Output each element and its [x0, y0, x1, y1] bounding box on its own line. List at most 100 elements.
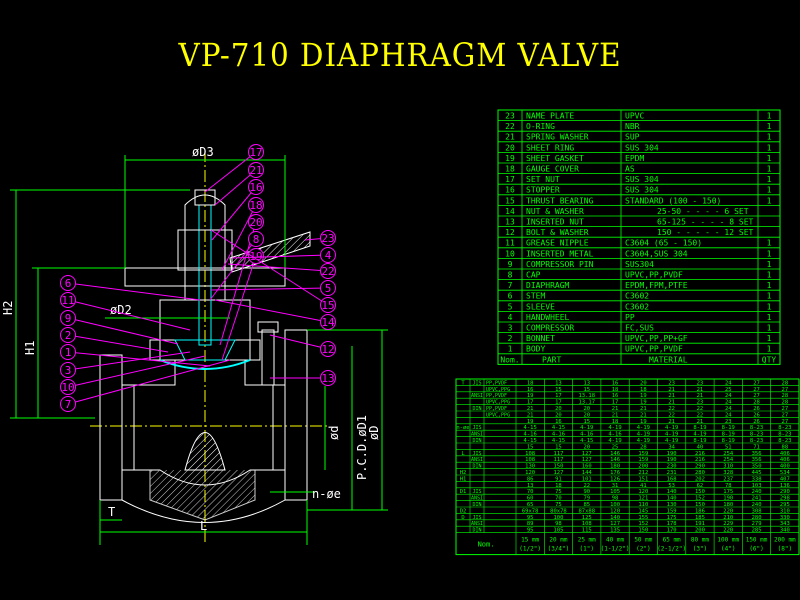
dim-size-inch: (2") — [636, 546, 650, 553]
dim-cell: 18 — [612, 387, 619, 393]
dim-size-inch: (3") — [693, 546, 707, 553]
dim-cell: 23 — [725, 419, 732, 425]
parts-row-part: STEM — [526, 292, 545, 301]
dim-cell: 34 — [668, 444, 675, 450]
callout-leader-right-5 — [214, 299, 329, 323]
dim-cell: 170 — [667, 528, 677, 534]
dim-cell: 176 — [610, 470, 620, 476]
parts-row-qty: 1 — [767, 122, 772, 131]
dim-footer-nom: Nom. — [478, 541, 495, 549]
dim-cell: 91 — [555, 476, 562, 482]
callout-circle-top-1 — [248, 162, 264, 178]
callout-leader-left-6 — [67, 355, 206, 388]
dim-cell: 130 — [667, 502, 677, 508]
dim-cell: 4-15 — [524, 438, 537, 444]
dim-cell: 21 — [668, 393, 675, 399]
dim-cell: 21 — [697, 387, 704, 393]
parts-row-no: 21 — [505, 133, 515, 142]
dim-cell: 151 — [638, 476, 648, 482]
dim-row-standard: DIN — [472, 438, 481, 444]
dim-size-mm: 200 mm — [774, 537, 796, 544]
dim-cell: 175 — [667, 515, 677, 521]
callout-circle-top-4 — [248, 214, 264, 230]
dim-label-h1: H1 — [23, 341, 37, 355]
dim-cell: 229 — [723, 521, 733, 527]
callout-circle-right-1 — [320, 247, 336, 263]
dim-cell: 22 — [668, 406, 675, 412]
dim-cell: 328 — [723, 470, 733, 476]
dim-row-material: UPVC,PPG — [486, 387, 510, 393]
parts-row-part: BODY — [526, 345, 545, 354]
dim-cell: 22 — [697, 406, 704, 412]
parts-row-part: INSERTED NUT — [526, 218, 584, 227]
dim-size-inch: (1/2") — [519, 546, 541, 553]
callout-circle-left-1 — [60, 292, 76, 308]
dim-cell: 117 — [553, 457, 563, 463]
dim-row-standard: DIN — [472, 528, 481, 534]
dim-cell: 53 — [668, 483, 675, 489]
dim-row-material: UPVC,PPG — [486, 400, 510, 406]
dim-cell: 28 — [782, 400, 789, 406]
parts-row-material: C3604 (65 - 150) — [625, 239, 702, 248]
parts-row-part: SHEET RING — [526, 143, 574, 152]
parts-row-material: SUS 304 — [625, 175, 659, 184]
dim-cell: 28 — [782, 393, 789, 399]
dim-cell: 127 — [553, 470, 563, 476]
dim-row-material: PP,PVDF — [486, 406, 507, 412]
parts-row-part: BOLT & WASHER — [526, 228, 589, 237]
callout-leader-left-2 — [67, 317, 179, 345]
parts-row-qty: 1 — [767, 292, 772, 301]
dim-label-t: T — [108, 505, 115, 519]
callout-number: 13 — [321, 372, 334, 385]
dim-cell: 21 — [697, 393, 704, 399]
dim-cell: 26 — [753, 419, 760, 425]
dim-cell: 150 — [638, 528, 648, 534]
dim-cell: 140 — [667, 489, 677, 495]
dim-cell: 340 — [780, 528, 790, 534]
parts-row-part: COMPRESSOR PIN — [526, 260, 594, 269]
dim-cell: 290 — [780, 489, 790, 495]
dim-cell: 175 — [723, 489, 733, 495]
parts-row-part: SET NUT — [526, 175, 560, 184]
callout-number: 4 — [325, 249, 332, 262]
dim-cell: 21 — [697, 419, 704, 425]
callout-number: 10 — [61, 381, 74, 394]
dim-cell: 26 — [753, 412, 760, 418]
valve-section-drawing — [90, 150, 330, 545]
parts-row-part: SLEEVE — [526, 302, 555, 311]
dim-cell: 121 — [638, 496, 648, 502]
parts-row-material: 25-50 - - - - 6 SET — [657, 207, 749, 216]
dim-cell: 338 — [752, 476, 762, 482]
parts-row-no: 1 — [508, 345, 513, 354]
name-plate — [229, 231, 311, 273]
callout-circle-top-6 — [248, 248, 264, 264]
dim-cell: 101 — [582, 476, 592, 482]
dim-cell: 24 — [725, 406, 732, 412]
callout-number: 17 — [249, 146, 262, 159]
body-left-section — [149, 470, 256, 521]
dim-cell: 4-15 — [552, 438, 565, 444]
right-flange — [284, 329, 308, 501]
dim-row-standard: DIN — [472, 406, 481, 412]
parts-row-no: 12 — [505, 228, 515, 237]
parts-row-qty: 1 — [767, 196, 772, 205]
callout-leader-right-3 — [210, 287, 329, 291]
parts-header-material: MATERIAL — [649, 355, 688, 364]
dim-cell: 8-23 — [750, 432, 763, 438]
dim-cell: 4-19 — [693, 432, 706, 438]
dim-cell: 95 — [527, 515, 534, 521]
dim-cell: 25 — [725, 387, 732, 393]
dim-cell: 105 — [610, 489, 620, 495]
dim-cell: 155 — [638, 515, 648, 521]
dim-cell: 8-19 — [722, 432, 735, 438]
dim-cell: 21 — [668, 419, 675, 425]
parts-row-no: 4 — [508, 313, 513, 322]
parts-row-part: BONNET — [526, 334, 555, 343]
dim-cell: 20 — [640, 380, 647, 386]
dim-cell: 62 — [697, 483, 704, 489]
dim-cell: 15 — [555, 387, 562, 393]
dim-cell: 168 — [667, 476, 677, 482]
parts-row-no: 8 — [508, 271, 513, 280]
dim-cell: 18 — [527, 380, 534, 386]
dim-cell: 120 — [525, 470, 535, 476]
